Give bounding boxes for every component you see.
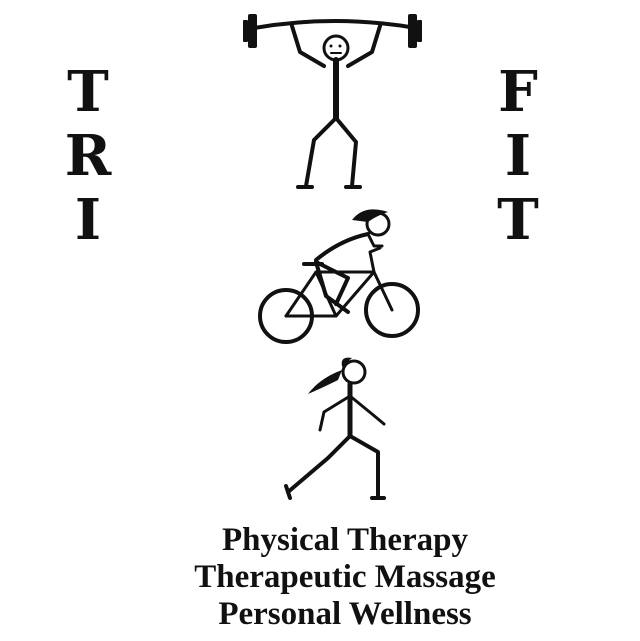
services-caption: Physical Therapy Therapeutic Massage Per… [150,522,540,633]
brand-word-fit: F I T [478,62,558,250]
brand-letter: I [504,123,532,189]
brand-word-tri: T R I [48,62,128,250]
service-therapeutic-massage: Therapeutic Massage [194,559,496,595]
service-physical-therapy: Physical Therapy [221,522,468,558]
cyclist-figure-icon [258,209,420,344]
service-personal-wellness: Personal Wellness [218,596,472,632]
brand-letter: T [67,59,109,125]
brand-letter: I [74,187,102,253]
weightlifter-figure-icon [243,14,422,189]
runner-figure-icon [284,357,386,500]
brand-letter: T [497,187,539,253]
brand-letter: R [64,123,112,189]
brand-letter: F [498,59,538,125]
